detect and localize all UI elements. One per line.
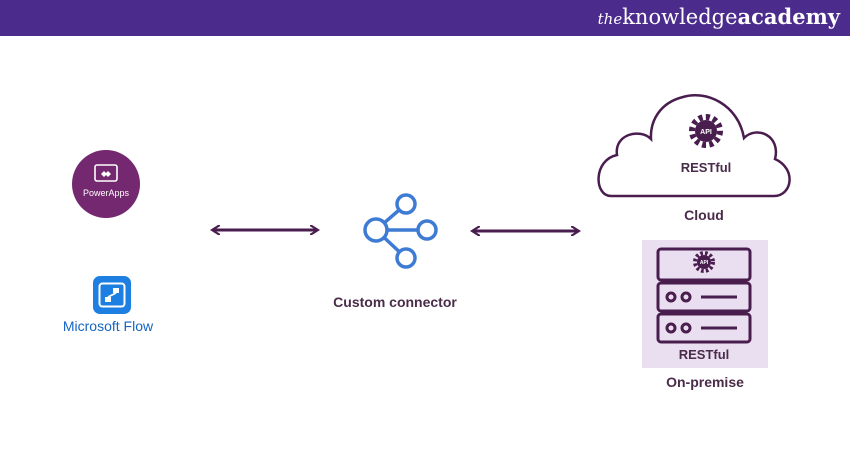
onprem-label: On-premise xyxy=(666,374,744,390)
connector-share-icon xyxy=(363,193,438,269)
server-restful-text: RESTful xyxy=(679,347,730,362)
connector-label: Custom connector xyxy=(333,294,457,310)
cloud-restful-text: RESTful xyxy=(681,160,732,175)
cloud-api-text: API xyxy=(700,129,712,136)
server-api-text: API xyxy=(700,260,709,266)
cloud-api-gear-icon xyxy=(689,114,723,148)
server-api-gear-icon xyxy=(693,251,715,273)
flow-icon xyxy=(98,282,126,308)
microsoft-flow-logo xyxy=(93,276,131,314)
server-stack-icon xyxy=(656,247,752,344)
cloud-shape xyxy=(597,94,791,198)
powerapps-label: PowerApps xyxy=(82,188,130,198)
header-bar: theknowledgeacademy xyxy=(0,0,850,36)
powerapps-icon xyxy=(94,164,118,182)
cloud-label: Cloud xyxy=(684,207,724,223)
microsoft-flow-label: Microsoft Flow xyxy=(62,318,154,334)
brand-logo: theknowledgeacademy xyxy=(597,4,840,29)
powerapps-logo: PowerApps xyxy=(72,150,140,218)
